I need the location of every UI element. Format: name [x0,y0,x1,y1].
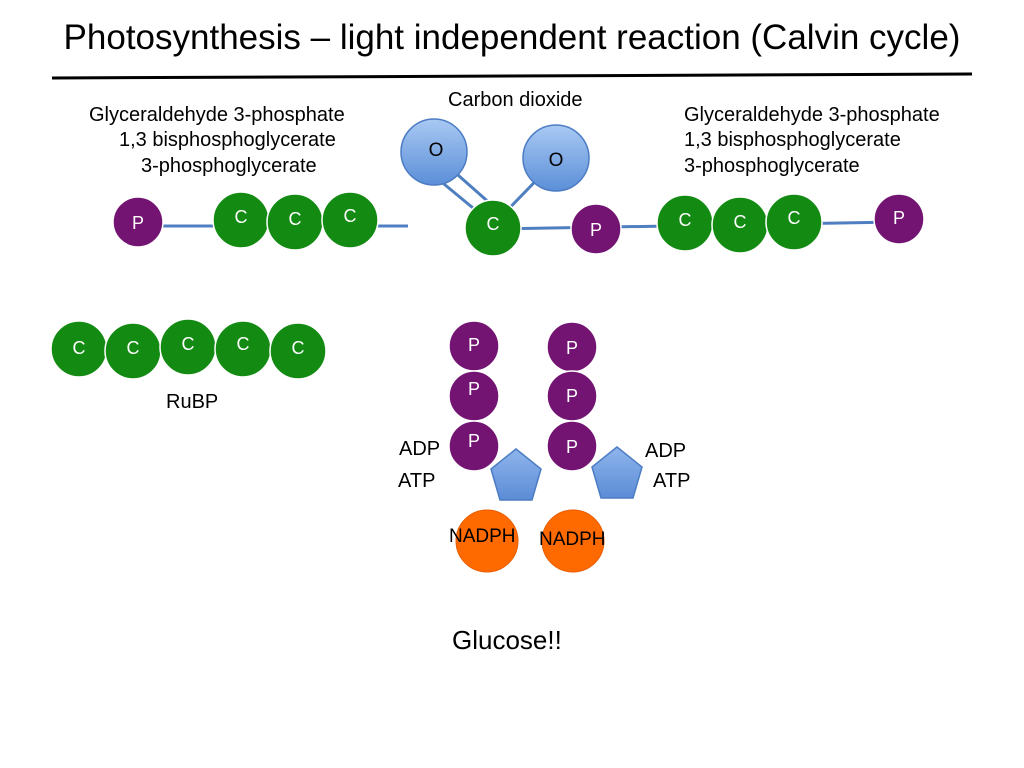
atom-label: P [893,208,905,228]
atom-label: C [182,334,195,354]
rubp-carbon-4: C [214,320,272,378]
right-chain-carbon-1: C [656,194,714,252]
atom-label: P [468,379,480,399]
right-stack-line-3: 3-phosphoglycerate [684,155,860,177]
atom-label: C [344,206,357,226]
atom-label: C [73,338,86,358]
right-stack-line-2: 1,3 bisphosphoglycerate [684,129,901,151]
glucose-label: Glucose!! [452,625,562,655]
left-stack-line-2: 1,3 bisphosphoglycerate [119,129,336,151]
atom-label: C [487,214,500,234]
left-chain-carbon-3: C [321,191,379,249]
atom-label: C [235,207,248,227]
adp-right-label: ADP [645,440,687,462]
atom-label: P [590,220,602,240]
left-chain-phosphate: P [112,196,164,248]
atom-label: O [549,150,564,171]
rubp-carbon-1: C [50,320,108,378]
atp-left-phosphate-3: P [448,420,500,472]
left-chain-carbon-2: C [266,193,324,251]
atom-label: C [788,208,801,228]
right-chain-carbon-3: C [765,193,823,251]
atp-left-phosphate-1: P [448,320,500,372]
nadph-right-molecule [541,509,605,573]
ribose-pentagon-right [591,446,643,499]
atom-label: P [468,431,480,451]
carbon-dioxide-label: Carbon dioxide [448,89,583,111]
right-chain-phosphate-1: P [570,203,622,255]
atom-label: P [132,213,144,233]
atom-label: C [679,210,692,230]
left-chain-carbon-1: C [212,191,270,249]
co2-oxygen-right: O [522,124,590,192]
atom-label: P [566,386,578,406]
ribose-pentagon-left [490,448,542,501]
atom-label: C [734,212,747,232]
atp-left-phosphate-2: P [448,370,500,422]
right-chain-phosphate-2: P [873,193,925,245]
atom-label: P [566,437,578,457]
atom-label: P [566,338,578,358]
rubp-label: RuBP [166,391,219,413]
title-underline [51,72,973,80]
atom-label: C [237,334,250,354]
atom-label: C [127,338,140,358]
atom-label: O [429,140,444,161]
atp-left-label: ATP [398,470,436,492]
left-stack-line-1: Glyceraldehyde 3-phosphate [89,104,345,126]
rubp-carbon-3: C [159,318,217,376]
atom-label: C [292,338,305,358]
atp-right-phosphate-2: P [546,370,598,422]
atp-right-phosphate-3: P [546,420,598,472]
nadph-left-label: NADPH [449,526,516,547]
co2-carbon: C [464,199,522,257]
co2-oxygen-left: O [400,118,468,186]
atom-label: C [289,209,302,229]
atp-right-phosphate-1: P [546,321,598,373]
nadph-right-label: NADPH [539,529,606,550]
slide-title: Photosynthesis – light independent react… [63,18,961,57]
nadph-left-molecule [455,509,519,573]
adp-left-label: ADP [399,438,441,460]
rubp-carbon-5: C [269,322,327,380]
atom-label: P [468,335,480,355]
atp-right-label: ATP [653,470,691,492]
rubp-carbon-2: C [104,322,162,380]
left-stack-line-3: 3-phosphoglycerate [141,155,317,177]
right-stack-line-1: Glyceraldehyde 3-phosphate [684,104,940,126]
right-chain-carbon-2: C [711,196,769,254]
